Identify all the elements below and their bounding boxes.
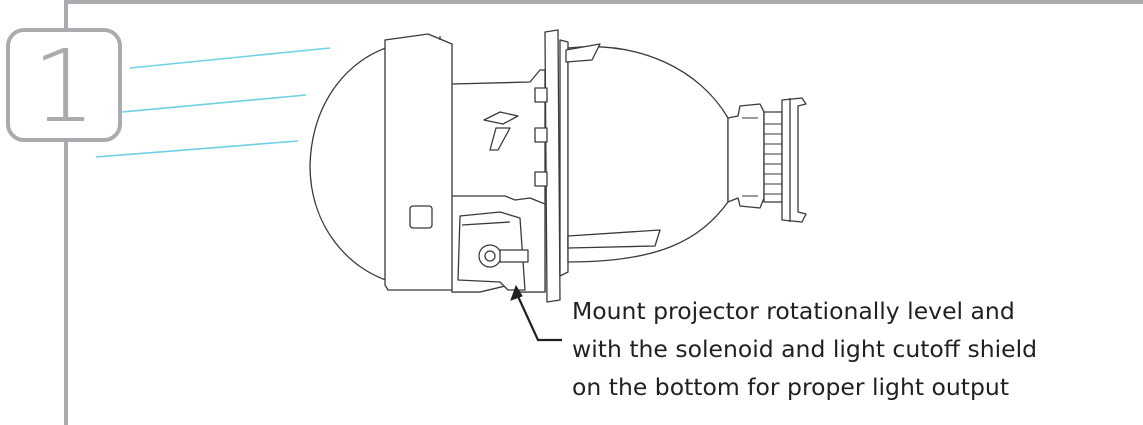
frame-left-border (64, 0, 68, 425)
light-ray-lines (95, 47, 331, 158)
leader-arrow (510, 284, 562, 342)
projector-illustration (309, 29, 807, 303)
step-number: 1 (32, 28, 96, 145)
instruction-line: Mount projector rotationally level and (572, 297, 1015, 325)
step-number-badge: 1 (6, 28, 122, 142)
frame-top-border (64, 0, 1143, 4)
instruction-line: on the bottom for proper light output (572, 373, 1010, 401)
instruction-line: with the solenoid and light cutoff shiel… (572, 335, 1038, 363)
instruction-text: Mount projector rotationally level and w… (572, 292, 1132, 406)
